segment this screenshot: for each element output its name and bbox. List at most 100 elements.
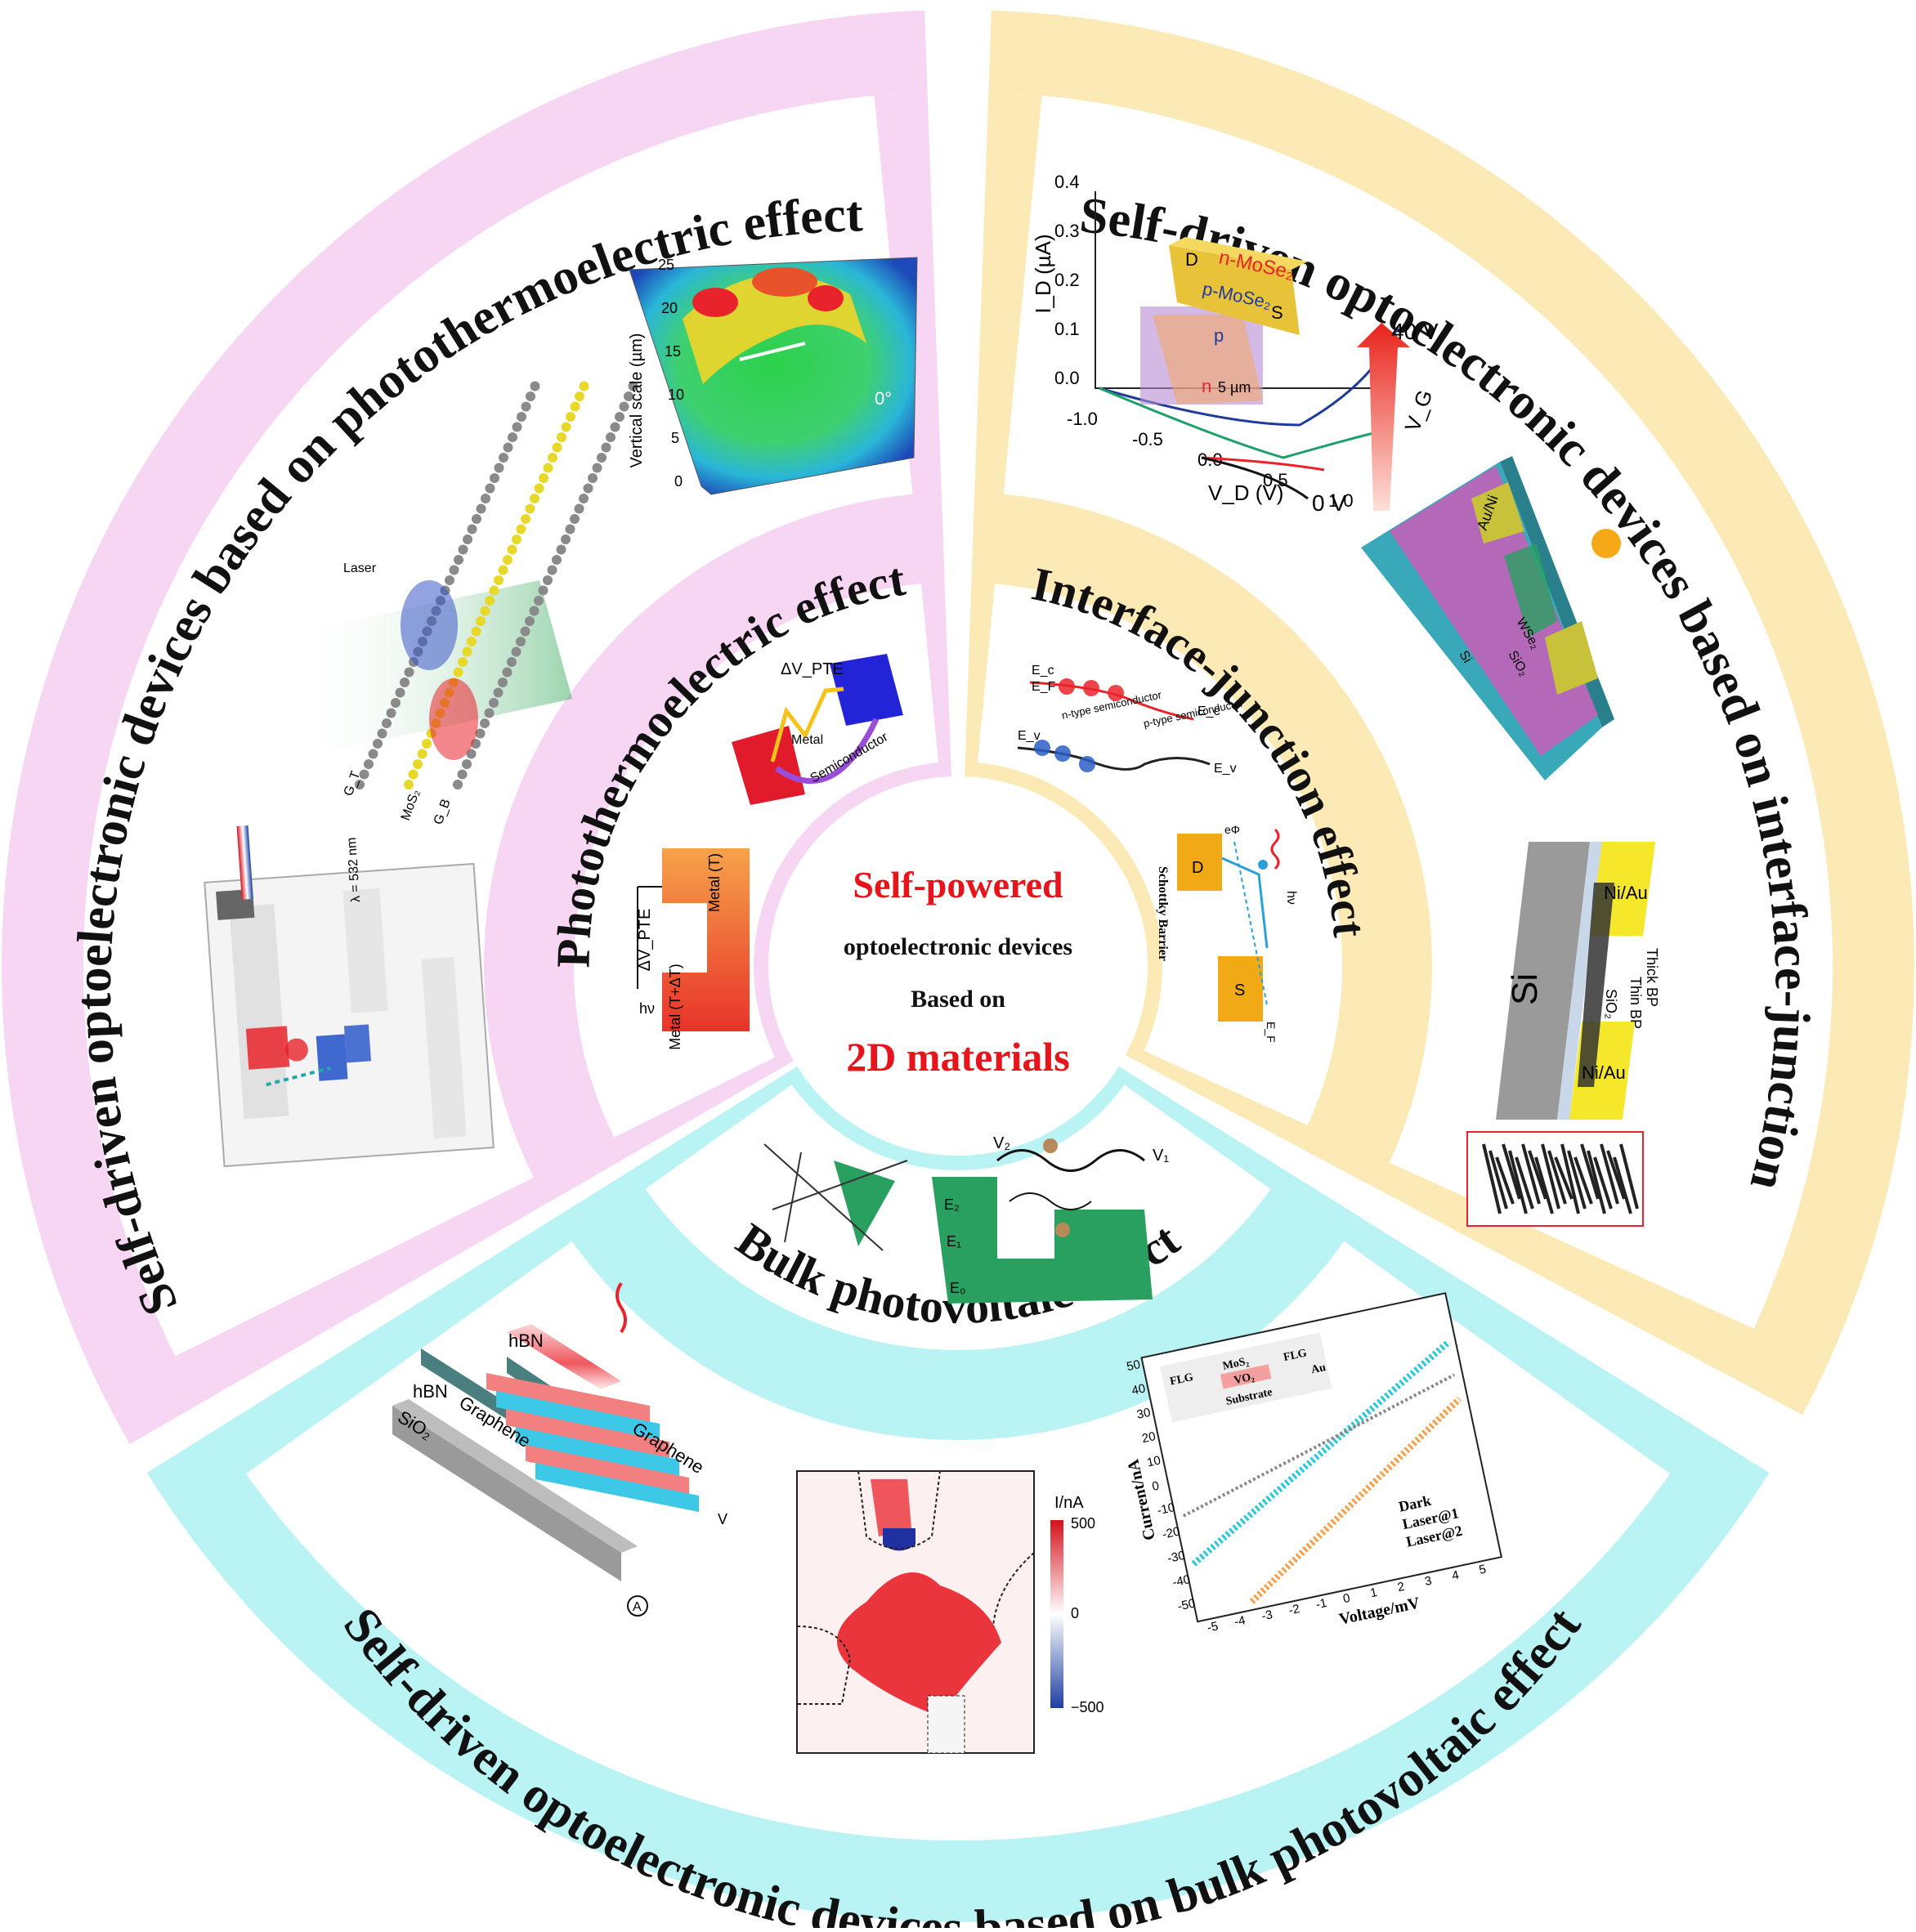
ij-iv-gate-label: V_G (1399, 387, 1437, 435)
bp-crystal-hatch (1528, 1150, 1547, 1200)
ring-outer-band-photothermoelectric (1, 10, 928, 1444)
hetero-atom (417, 749, 428, 759)
pte-heatmap-ytick: 10 (668, 387, 684, 403)
ij-bp-sio2: SiO₂ (1603, 989, 1619, 1019)
hetero-atom (472, 514, 481, 524)
bpv-device-a: A (633, 1600, 642, 1614)
pte-heatmap-ylabel: Vertical scale (µm) (628, 333, 646, 468)
hetero-atom (530, 381, 540, 391)
hetero-atom (565, 524, 575, 534)
pte-heatmap-ytick: 15 (665, 343, 681, 360)
bp-crystal-hatch (1502, 1143, 1521, 1200)
hetero-atom (556, 544, 566, 555)
hetero-atom (548, 453, 557, 463)
carrier-dot (1108, 685, 1124, 701)
ring-inner-band-photothermoelectric (484, 492, 945, 1203)
hetero-atom (462, 646, 472, 657)
ij-band-ev2: E_v (1214, 762, 1237, 776)
ij-iv-ytick: 0.0 (1054, 368, 1080, 388)
bpv-iv-inset-mos2: MoS₂ (1221, 1355, 1250, 1372)
bp-crystal-hatch (1541, 1143, 1560, 1210)
ring-divider-bulk (216, 1066, 804, 1474)
hetero-atom (503, 442, 513, 453)
bpv-iv-xtick: 3 (1423, 1574, 1433, 1589)
hetero-atom (395, 687, 405, 698)
ij-iv-gate-bottom: 0 V (1312, 490, 1346, 516)
hetero-atom (359, 769, 369, 780)
pte-bar-label-bottom: Metal (T+ΔT) (667, 964, 683, 1050)
hetero-atom (516, 524, 526, 534)
hetero-atom (422, 739, 432, 749)
bpv-iv-ytick: -30 (1166, 1549, 1187, 1566)
ring-center-band-interface (965, 762, 1163, 1062)
ij-iv-xtick: -1.0 (1067, 409, 1098, 429)
pte-hetero-label-laser: Laser (343, 561, 377, 575)
ring-divider-interface (965, 92, 1042, 778)
hetero-atom (485, 483, 495, 494)
hetero-atom (493, 687, 504, 698)
bp-crystal-hatch (1515, 1156, 1534, 1210)
hetero-atom (485, 596, 495, 606)
bpv-iv-xtick: 5 (1478, 1563, 1488, 1577)
bpv-band-v2: V₂ (993, 1134, 1010, 1152)
fig-ij-iv: 0.00.10.20.30.4-1.0-0.50.00.51.0 I_D (µA… (1031, 172, 1439, 516)
bp-crystal-hatch (1613, 1156, 1632, 1214)
hetero-atom (475, 728, 486, 739)
hetero-atom (526, 391, 535, 401)
bp-crystal-hatch (1560, 1143, 1580, 1214)
bpv-band-e0: E₀ (950, 1280, 965, 1296)
bpv-map-cbar-bottom: −500 (1071, 1699, 1104, 1715)
hetero-atom (583, 483, 593, 494)
ferroelectric-stripe (526, 1445, 689, 1494)
fig-bpv-map: I/nA 500 0 −500 (796, 1470, 1104, 1754)
hetero-atom (606, 432, 616, 442)
ij-band-ef: E_F (1032, 680, 1056, 694)
hetero-atom (525, 503, 535, 514)
hetero-atom (494, 575, 504, 585)
ij-iv-inset-region-n: n (1202, 376, 1211, 396)
hetero-atom (364, 759, 374, 769)
hetero-atom (377, 728, 387, 739)
hetero-atom (575, 391, 584, 401)
bp-crystal-hatch (1580, 1143, 1600, 1200)
hetero-atom (508, 432, 517, 442)
ferroelectric-stripe (535, 1463, 699, 1512)
pte-heatmap-angle: 0° (875, 388, 892, 409)
hetero-atom (462, 759, 472, 769)
hetero-atom (574, 503, 584, 514)
bp-crystal-hatch (1547, 1150, 1567, 1205)
hetero-atom (467, 524, 477, 534)
fig-bpv-device: hBN Graphene hBN Graphene SiO₂ V A (392, 1281, 727, 1617)
pte-schematic-label-metal: Metal (791, 733, 823, 747)
center-line-4: 2D materials (846, 1034, 1070, 1080)
ij-schottky-hv: hν (1284, 891, 1298, 905)
hetero-atom (557, 432, 566, 442)
hetero-atom (579, 494, 589, 503)
ij-iv-ytick: 0.3 (1054, 221, 1080, 241)
ferroelectric-stripe (496, 1391, 660, 1440)
fig-pte-bar: Metal (T) ΔV_PTE Metal (T+ΔT) hν (636, 848, 750, 1050)
ij-schottky-barrier: Schottky Barrier (1156, 866, 1170, 961)
hetero-atom (597, 453, 607, 463)
hetero-atom (453, 667, 463, 678)
hetero-atom (445, 575, 454, 585)
bp-crystal-hatch (1554, 1156, 1574, 1200)
hetero-atom (471, 626, 481, 637)
bpv-map-cbar-mid: 0 (1071, 1605, 1079, 1621)
ij-iv-inset-s: S (1271, 302, 1283, 323)
fig-pte-hetero: Laser G_T MoS₂ G_B (294, 381, 638, 826)
bpv-iv-inset-vo2: VO₂ (1233, 1371, 1255, 1387)
carrier-dot (1059, 678, 1075, 695)
hetero-atom (530, 494, 539, 503)
bpv-iv-xtick: -5 (1206, 1619, 1220, 1635)
hetero-atom (466, 749, 477, 759)
hetero-atom (561, 422, 571, 432)
bpv-iv-ytick: 0 (1151, 1479, 1161, 1494)
hetero-atom (534, 483, 544, 494)
hetero-atom (408, 769, 419, 780)
bp-crystal-hatch (1593, 1156, 1613, 1210)
hetero-atom (570, 401, 580, 412)
hetero-atom (404, 667, 414, 678)
